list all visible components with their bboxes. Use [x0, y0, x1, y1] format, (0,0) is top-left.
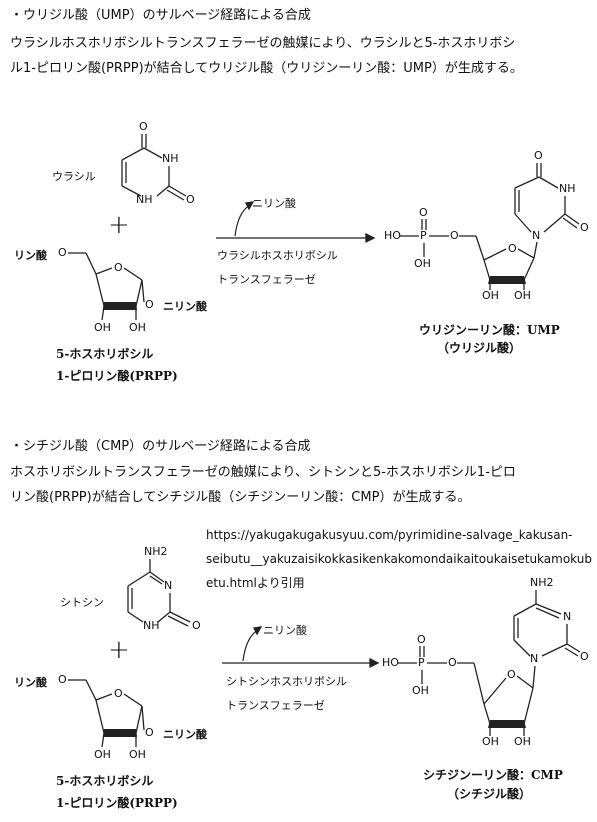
source-url-line1: https://yakugakugakusyuu.com/pyrimidine-…	[206, 528, 573, 542]
section1-description-line1: ウラシルホスホリボシルトランスフェラーゼの触媒により、ウラシルと5-ホスホリボシ	[10, 36, 516, 51]
cmp-ring-o: O	[507, 668, 516, 681]
prpp2-oh3: OH	[129, 748, 146, 761]
section1-description-line2: ル1-ピロリン酸(PRPP)が結合してウリジル酸（ウリジンーリン酸：UMP）が生…	[10, 61, 523, 76]
section1-heading: ・ウリジル酸（UMP）のサルベージ経路による合成	[10, 8, 311, 23]
prpp2-pyrophosphate-label: ニリン酸	[163, 728, 207, 741]
byproduct2-label: ニリン酸	[263, 624, 307, 637]
prpp-ring-o: O	[114, 261, 123, 274]
cmp-o2: O	[580, 650, 589, 663]
prpp2-o5: O	[58, 673, 67, 686]
cmp-name-line2: （シチジル酸）	[447, 787, 532, 801]
cmp-n3: N	[563, 610, 572, 623]
ump-o4: O	[534, 149, 543, 162]
plus-sign-2: +	[108, 635, 130, 665]
ump-n1: N	[532, 229, 541, 242]
prpp2-bonds	[68, 679, 145, 748]
ump-phosphate-oh: OH	[414, 257, 431, 270]
enzyme2-label-line1: シトシンホスホリボシル	[226, 675, 347, 688]
ump-phosphate-ho: HO	[384, 229, 401, 242]
ump-name-line1: ウリジンーリン酸：UMP	[419, 323, 560, 337]
reaction-arrow-1	[216, 201, 376, 244]
ump-o2: O	[580, 221, 589, 234]
enzyme-label-line2: トランスフェラーゼ	[217, 273, 316, 286]
section2-description-line2: リン酸(PRPP)が結合してシチジル酸（シチジンーリン酸：CMP）が生成する。	[10, 490, 471, 505]
prpp-o1: O	[145, 298, 154, 311]
cytosine-label: シトシン	[60, 596, 104, 609]
prpp-o5: O	[58, 246, 67, 259]
prpp2-ring-o: O	[114, 687, 123, 700]
ump-ester-o: O	[450, 229, 459, 242]
cmp-ester-o: O	[448, 656, 457, 669]
cmp-oh2: OH	[482, 735, 499, 748]
ump-ring-o: O	[508, 242, 517, 255]
cmp-name-line1: シチジンーリン酸：CMP	[423, 768, 563, 782]
uracil-n1h: NH	[136, 193, 153, 206]
prpp2-o1: O	[145, 726, 154, 739]
ump-phosphate-o-top: O	[419, 206, 428, 219]
source-url-line3: etu.htmlより引用	[206, 576, 305, 590]
uracil-n3h: NH	[162, 152, 179, 165]
cytosine-n1h: NH	[143, 619, 160, 632]
reaction-arrow-2	[222, 626, 380, 669]
prpp-name-line1: 5-ホスホリボシル	[56, 347, 154, 361]
enzyme2-label-line2: トランスフェラーゼ	[226, 699, 325, 712]
prpp-name-line2: 1-ピロリン酸(PRPP)	[56, 369, 178, 383]
ump-oh3: OH	[514, 289, 531, 302]
prpp-oh3: OH	[129, 321, 146, 334]
prpp-oh2: OH	[94, 321, 111, 334]
enzyme-label-line1: ウラシルホスホリボシル	[217, 249, 338, 262]
cytosine-o2: O	[192, 619, 201, 632]
prpp1-bonds	[68, 252, 145, 321]
uracil-label: ウラシル	[52, 170, 96, 183]
ump-name-line2: （ウリジル酸）	[437, 341, 522, 355]
uracil-o2: O	[186, 193, 195, 206]
ump-n3h: NH	[559, 182, 576, 195]
cmp-n1: N	[530, 652, 539, 665]
cytosine-ring-bonds	[127, 559, 191, 627]
section2-heading: ・シチジル酸（CMP）のサルベージ経路による合成	[10, 439, 311, 454]
ump-oh2: OH	[482, 289, 499, 302]
prpp2-oh2: OH	[94, 748, 111, 761]
cytosine-nh2: NH2	[144, 545, 168, 558]
ump-bonds	[400, 163, 580, 290]
uracil-ring-bonds	[121, 134, 187, 201]
byproduct-label: ニリン酸	[252, 197, 296, 210]
prpp-pyrophosphate-label: ニリン酸	[163, 300, 207, 313]
prpp-phosphate-label: リン酸	[14, 249, 47, 262]
cmp-oh3: OH	[514, 735, 531, 748]
cmp-phosphorus: P	[418, 656, 425, 669]
section2-description-line1: ホスホリボシルトランスフェラーゼの触媒により、シトシンと5-ホスホリボシル1-ピ…	[10, 465, 516, 480]
cytosine-n3: N	[164, 579, 173, 592]
cmp-phosphate-oh: OH	[412, 684, 429, 697]
uracil-o4: O	[139, 120, 148, 133]
prpp2-name-line2: 1-ピロリン酸(PRPP)	[56, 796, 178, 810]
cmp-phosphate-o-top: O	[417, 633, 426, 646]
cmp-phosphate-ho: HO	[382, 656, 399, 669]
cmp-bonds	[398, 590, 581, 736]
plus-sign-1: +	[108, 210, 130, 240]
prpp2-phosphate-label: リン酸	[14, 676, 47, 689]
source-url-line2: seibutu__yakuzaisikokkasikenkakomondaika…	[206, 552, 592, 566]
prpp2-name-line1: 5-ホスホリボシル	[56, 774, 154, 788]
ump-phosphorus: P	[420, 229, 427, 242]
cmp-nh2: NH2	[530, 576, 554, 589]
